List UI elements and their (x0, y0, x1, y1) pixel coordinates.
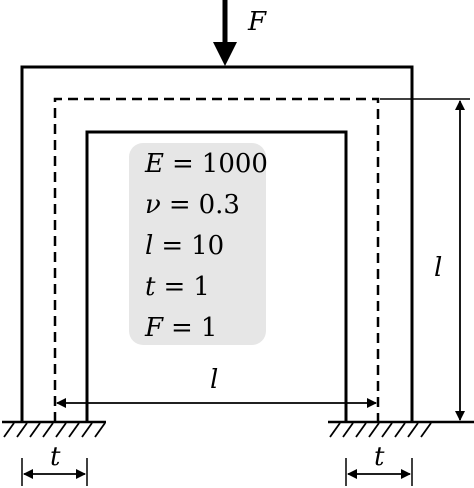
frame-outer-outline (20, 65, 414, 422)
width-label: l (210, 365, 218, 395)
equals-sign: = (171, 313, 193, 343)
parameter-line: ν = 0.3 (145, 190, 240, 220)
parameter-line: t= 1 (145, 272, 210, 302)
equals-sign: = (172, 149, 194, 179)
load-arrow (213, 0, 237, 66)
parameter-symbol: l (145, 231, 153, 261)
frame-centerline (53, 97, 380, 422)
equals-sign: = (161, 231, 183, 261)
parameter-value: 1000 (202, 149, 268, 179)
parameter-value: 0.3 (199, 190, 240, 220)
right-thickness-dimension (345, 458, 413, 486)
right-thickness-label: t (374, 442, 385, 472)
parameter-line: E = 1000 (144, 149, 268, 179)
left-fixed-support (2, 420, 106, 438)
parameter-symbol: E (144, 149, 164, 179)
parameter-line: l = 10 (145, 231, 224, 261)
parameter-value: 10 (191, 231, 224, 261)
parameter-box (129, 143, 266, 345)
frame-inner-outline (85, 130, 348, 422)
load-label: F (247, 7, 267, 37)
left-thickness-dimension (21, 458, 88, 486)
right-fixed-support (328, 420, 474, 438)
parameter-symbol: ν (145, 190, 161, 220)
equals-sign: = (163, 272, 185, 302)
parameter-symbol: t (145, 272, 156, 302)
equals-sign: = (169, 190, 191, 220)
parameter-value: 1 (201, 313, 218, 343)
height-label: l (434, 253, 442, 283)
parameter-value: 1 (193, 272, 210, 302)
left-thickness-label: t (50, 442, 61, 472)
height-dimension (380, 98, 470, 421)
parameter-line: F= 1 (144, 313, 217, 343)
parameter-symbol: F (144, 313, 164, 343)
